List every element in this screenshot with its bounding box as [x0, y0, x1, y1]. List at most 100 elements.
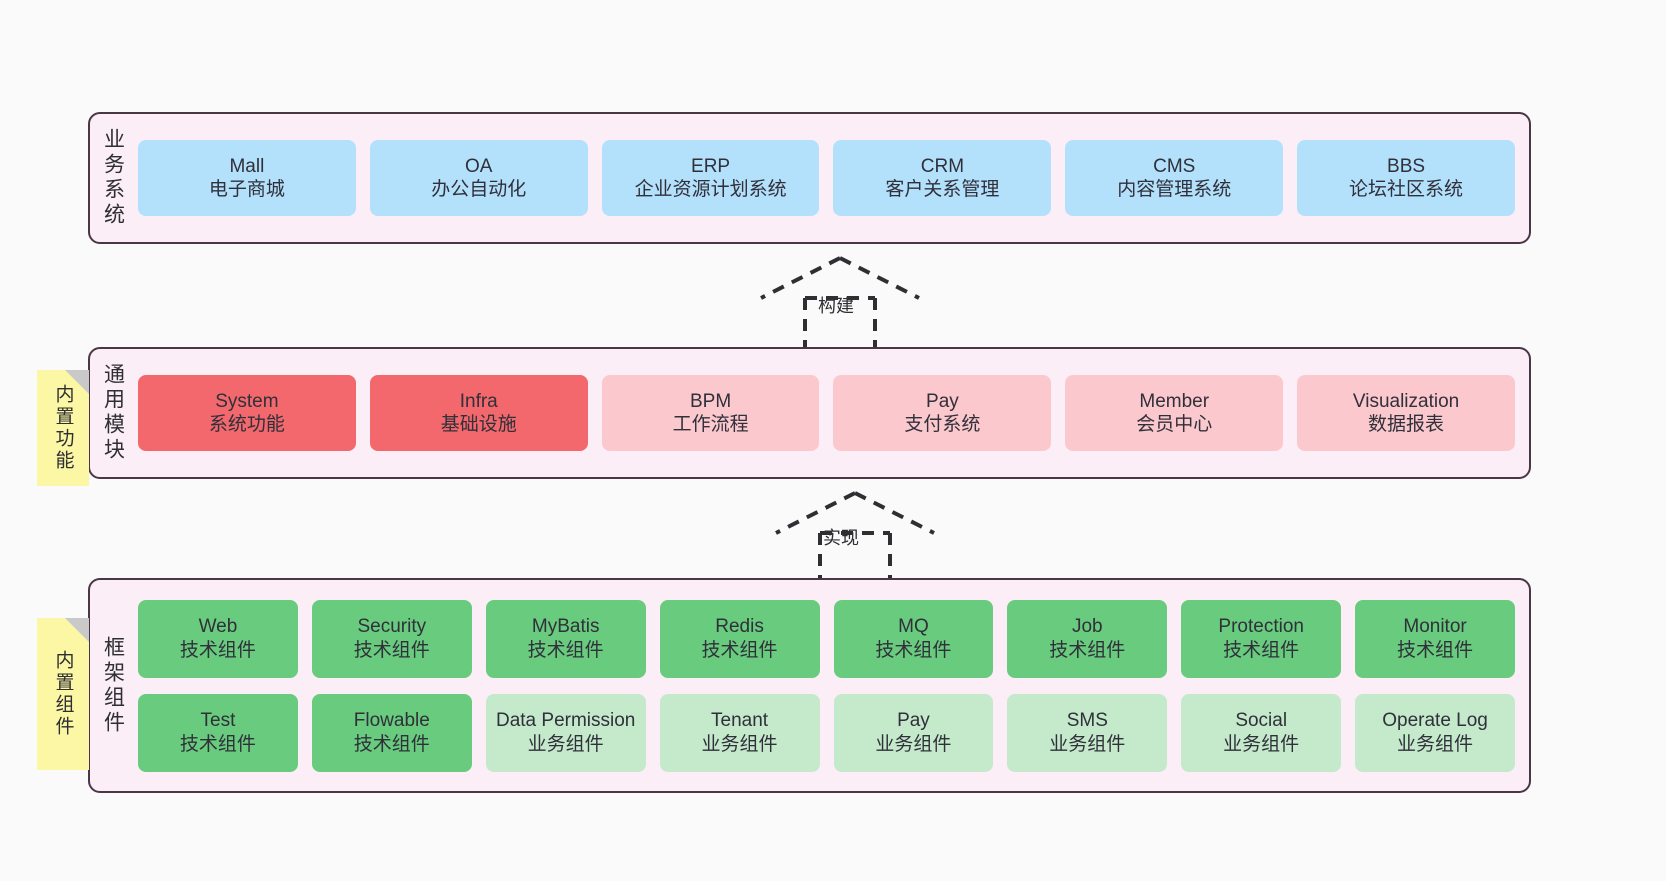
sticky-note-label: 内置组件 — [52, 650, 74, 738]
card-title: Flowable — [353, 710, 430, 732]
section-label-common-modules: 通用模块 — [101, 363, 125, 463]
card-infra[interactable]: Infra 基础设施 — [369, 375, 588, 451]
card-subtitle: 基础设施 — [440, 414, 517, 435]
card-erp[interactable]: ERP 企业资源计划系统 — [601, 140, 820, 216]
card-subtitle: 技术组件 — [179, 733, 256, 755]
card-cms[interactable]: CMS 内容管理系统 — [1065, 140, 1284, 216]
card-title: System — [215, 390, 279, 412]
card-subtitle: 企业资源计划系统 — [634, 179, 787, 200]
card-subtitle: 技术组件 — [527, 639, 604, 661]
card-grid-framework-components: Web 技术组件 Security 技术组件 MyBatis 技术组件 Redi… — [136, 580, 1529, 791]
card-subtitle: 办公自动化 — [431, 179, 527, 200]
card-pay[interactable]: Pay 支付系统 — [833, 375, 1052, 451]
card-title: Protection — [1218, 616, 1304, 638]
card-subtitle: 技术组件 — [875, 639, 952, 661]
card-member[interactable]: Member 会员中心 — [1065, 375, 1284, 451]
card-flowable[interactable]: Flowable 技术组件 — [311, 693, 472, 772]
card-data-permission[interactable]: Data Permission 业务组件 — [485, 693, 646, 772]
card-subtitle: 会员中心 — [1136, 414, 1213, 435]
card-row: Web 技术组件 Security 技术组件 MyBatis 技术组件 Redi… — [138, 599, 1515, 678]
card-subtitle: 工作流程 — [672, 414, 749, 435]
card-pay-business[interactable]: Pay 业务组件 — [833, 693, 994, 772]
card-subtitle: 业务组件 — [1049, 733, 1126, 755]
card-subtitle: 客户关系管理 — [885, 179, 1000, 200]
card-title: Test — [200, 710, 236, 732]
card-mq[interactable]: MQ 技术组件 — [833, 599, 994, 678]
card-subtitle: 技术组件 — [179, 639, 256, 661]
card-title: Security — [357, 616, 427, 638]
card-subtitle: 业务组件 — [1397, 733, 1474, 755]
section-label-business-systems: 业务系统 — [101, 128, 125, 228]
card-title: ERP — [691, 155, 731, 177]
card-title: Infra — [459, 390, 498, 412]
card-subtitle: 技术组件 — [353, 733, 430, 755]
card-redis[interactable]: Redis 技术组件 — [659, 599, 820, 678]
card-tenant[interactable]: Tenant 业务组件 — [659, 693, 820, 772]
card-title: Social — [1235, 710, 1288, 732]
card-operate-log[interactable]: Operate Log 业务组件 — [1355, 693, 1515, 772]
card-title: MQ — [898, 616, 929, 638]
sticky-note-builtin-components: 内置组件 — [37, 618, 89, 770]
sticky-note-label: 内置功能 — [52, 384, 74, 472]
sticky-note-builtin-features: 内置功能 — [37, 370, 89, 486]
card-oa[interactable]: OA 办公自动化 — [369, 140, 588, 216]
section-common-modules: 通用模块 System 系统功能 Infra 基础设施 BPM 工作流程 Pay… — [88, 347, 1531, 479]
card-title: CRM — [920, 155, 965, 177]
card-title: Job — [1071, 616, 1103, 638]
card-subtitle: 电子商城 — [208, 179, 285, 200]
card-title: CMS — [1153, 155, 1196, 177]
card-subtitle: 技术组件 — [1397, 639, 1474, 661]
card-row: System 系统功能 Infra 基础设施 BPM 工作流程 Pay 支付系统… — [138, 375, 1515, 451]
card-title: Mall — [229, 155, 265, 177]
card-subtitle: 论坛社区系统 — [1349, 179, 1464, 200]
card-title: Monitor — [1403, 616, 1467, 638]
card-crm[interactable]: CRM 客户关系管理 — [833, 140, 1052, 216]
card-subtitle: 业务组件 — [875, 733, 952, 755]
card-bpm[interactable]: BPM 工作流程 — [601, 375, 820, 451]
card-title: Redis — [715, 616, 764, 638]
card-grid-business-systems: Mall 电子商城 OA 办公自动化 ERP 企业资源计划系统 CRM 客户关系… — [136, 114, 1529, 242]
card-mybatis[interactable]: MyBatis 技术组件 — [485, 599, 646, 678]
card-system[interactable]: System 系统功能 — [138, 375, 356, 451]
card-title: OA — [465, 155, 493, 177]
card-test[interactable]: Test 技术组件 — [138, 693, 298, 772]
card-subtitle: 系统功能 — [208, 414, 285, 435]
section-label-framework-components: 框架组件 — [101, 635, 125, 736]
card-title: Tenant — [711, 710, 769, 732]
card-security[interactable]: Security 技术组件 — [311, 599, 472, 678]
card-subtitle: 支付系统 — [904, 414, 981, 435]
card-title: BBS — [1387, 155, 1426, 177]
card-title: BPM — [689, 390, 732, 412]
card-job[interactable]: Job 技术组件 — [1007, 599, 1168, 678]
card-title: Pay — [926, 390, 959, 412]
connector-implement-label: 实现 — [823, 528, 859, 548]
card-title: Visualization — [1352, 390, 1460, 412]
card-subtitle: 业务组件 — [1223, 733, 1300, 755]
card-mall[interactable]: Mall 电子商城 — [138, 140, 356, 216]
card-subtitle: 业务组件 — [527, 733, 604, 755]
card-subtitle: 技术组件 — [701, 639, 778, 661]
card-monitor[interactable]: Monitor 技术组件 — [1355, 599, 1515, 678]
card-title: MyBatis — [531, 616, 600, 638]
card-title: SMS — [1066, 710, 1108, 732]
section-framework-components: 框架组件 Web 技术组件 Security 技术组件 MyBatis 技术组件… — [88, 578, 1531, 793]
card-subtitle: 技术组件 — [353, 639, 430, 661]
section-business-systems: 业务系统 Mall 电子商城 OA 办公自动化 ERP 企业资源计划系统 CRM… — [88, 112, 1531, 244]
card-title: Data Permission — [495, 710, 636, 732]
card-subtitle: 业务组件 — [701, 733, 778, 755]
card-title: Member — [1139, 390, 1210, 412]
card-visualization[interactable]: Visualization 数据报表 — [1297, 375, 1515, 451]
card-social[interactable]: Social 业务组件 — [1181, 693, 1342, 772]
card-title: Pay — [897, 710, 930, 732]
card-bbs[interactable]: BBS 论坛社区系统 — [1297, 140, 1515, 216]
card-subtitle: 技术组件 — [1049, 639, 1126, 661]
card-row: Test 技术组件 Flowable 技术组件 Data Permission … — [138, 693, 1515, 772]
card-subtitle: 技术组件 — [1223, 639, 1300, 661]
card-subtitle: 数据报表 — [1368, 414, 1445, 435]
card-title: Operate Log — [1382, 710, 1488, 732]
card-web[interactable]: Web 技术组件 — [138, 599, 298, 678]
card-sms[interactable]: SMS 业务组件 — [1007, 693, 1168, 772]
card-protection[interactable]: Protection 技术组件 — [1181, 599, 1342, 678]
card-title: Web — [198, 616, 238, 638]
card-subtitle: 内容管理系统 — [1117, 179, 1232, 200]
